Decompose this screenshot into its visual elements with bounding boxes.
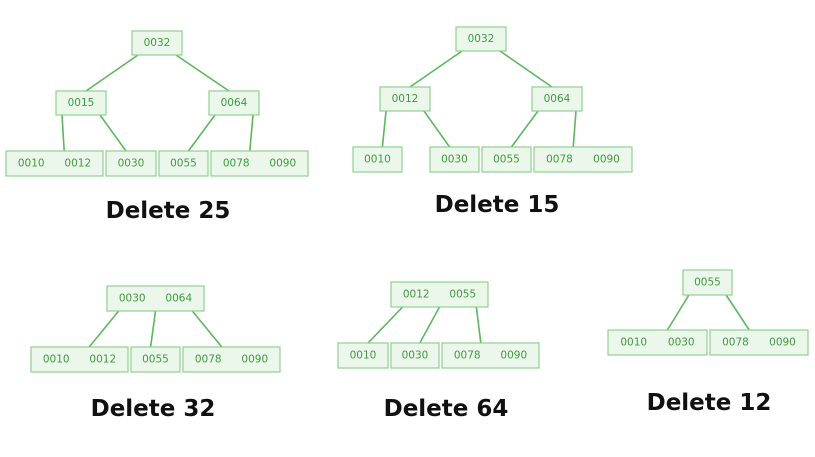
node-key: 0012 [403,289,430,301]
tree-edge [85,54,139,92]
btree-node [106,285,205,312]
node-key: 0090 [500,350,527,362]
node-key: 0078 [454,350,481,362]
tree-edge [510,110,539,148]
node-key: 0010 [43,354,70,366]
tree-edge [475,306,482,344]
node-key: 0055 [170,158,197,170]
tree-edge [191,310,223,348]
btree-node [130,346,181,373]
btree-node [105,150,157,177]
tree-edge [423,110,451,148]
tree-edge [249,114,254,152]
btree-node [158,150,209,177]
tree-edge [409,50,463,88]
node-key: 0032 [468,33,495,45]
btree-node [429,146,480,173]
tree-edge [725,294,750,331]
node-key: 0012 [64,158,91,170]
btree-node [352,146,403,173]
node-key: 0090 [269,158,296,170]
node-key: 0078 [722,337,749,349]
node-key: 0032 [144,37,171,49]
btree-3: 0030 0064 0010 0012 0055 0078 0090 [30,285,281,373]
node-key: 0090 [241,354,268,366]
btree-node [390,281,489,308]
node-key: 0030 [118,158,145,170]
caption-delete-32: Delete 32 [90,396,216,422]
btree-node [533,146,633,173]
tree-edge [187,114,216,152]
node-key: 0010 [620,337,647,349]
tree-edge [175,54,230,92]
tree-edge [88,310,120,348]
btree-node [441,342,540,369]
btree-node [337,342,389,369]
node-key: 0010 [364,154,391,166]
node-key: 0090 [593,154,620,166]
btree-node [455,26,507,52]
caption-delete-64: Delete 64 [383,396,509,422]
node-key: 0078 [223,158,250,170]
caption-delete-25: Delete 25 [105,198,231,224]
node-key: 0030 [441,154,468,166]
node-key: 0010 [350,350,377,362]
btree-node [390,342,440,369]
node-key: 0030 [402,350,429,362]
node-key: 0030 [119,293,146,305]
btree-node [682,269,733,296]
btree-node [182,346,281,373]
tree-edge [149,310,157,348]
tree-edge [61,114,65,152]
tree-edge [381,110,387,148]
caption-delete-15: Delete 15 [434,192,560,218]
node-key: 0015 [68,97,95,109]
tree-edge [99,114,127,152]
node-key: 0064 [544,93,571,105]
btree-node [379,86,431,112]
btree-1: 0032 0015 0064 0010 0012 0030 0055 0078 0090 [5,30,309,177]
node-key: 0010 [18,158,45,170]
btree-2: 0032 0012 0064 0010 0030 0055 0078 0090 [352,26,633,173]
node-key: 0055 [142,354,169,366]
node-key: 0055 [449,289,476,301]
node-key: 0030 [668,337,695,349]
node-key: 0055 [493,154,520,166]
btree-node [5,150,104,177]
caption-delete-12: Delete 12 [646,390,772,416]
node-key: 0055 [694,277,721,289]
tree-edge [367,306,404,344]
btree-node [607,329,708,356]
node-key: 0064 [165,293,192,305]
btree-node [481,146,532,173]
btree-node [531,86,583,112]
tree-edge [666,294,690,331]
btree-node [131,30,183,56]
node-key: 0012 [392,93,419,105]
tree-edge [499,50,553,88]
btree-5: 0055 0010 0030 0078 0090 [607,269,809,356]
btree-node [30,346,129,373]
btree-node [709,329,809,356]
node-key: 0078 [546,154,573,166]
btree-node [210,150,309,177]
node-key: 0064 [221,97,248,109]
tree-edge [419,306,441,344]
btree-node [208,90,260,116]
btree-4: 0012 0055 0010 0030 0078 0090 [337,281,540,369]
btree-node [55,90,107,116]
tree-edge [572,110,577,148]
node-key: 0078 [195,354,222,366]
node-key: 0012 [89,354,116,366]
node-key: 0090 [769,337,796,349]
